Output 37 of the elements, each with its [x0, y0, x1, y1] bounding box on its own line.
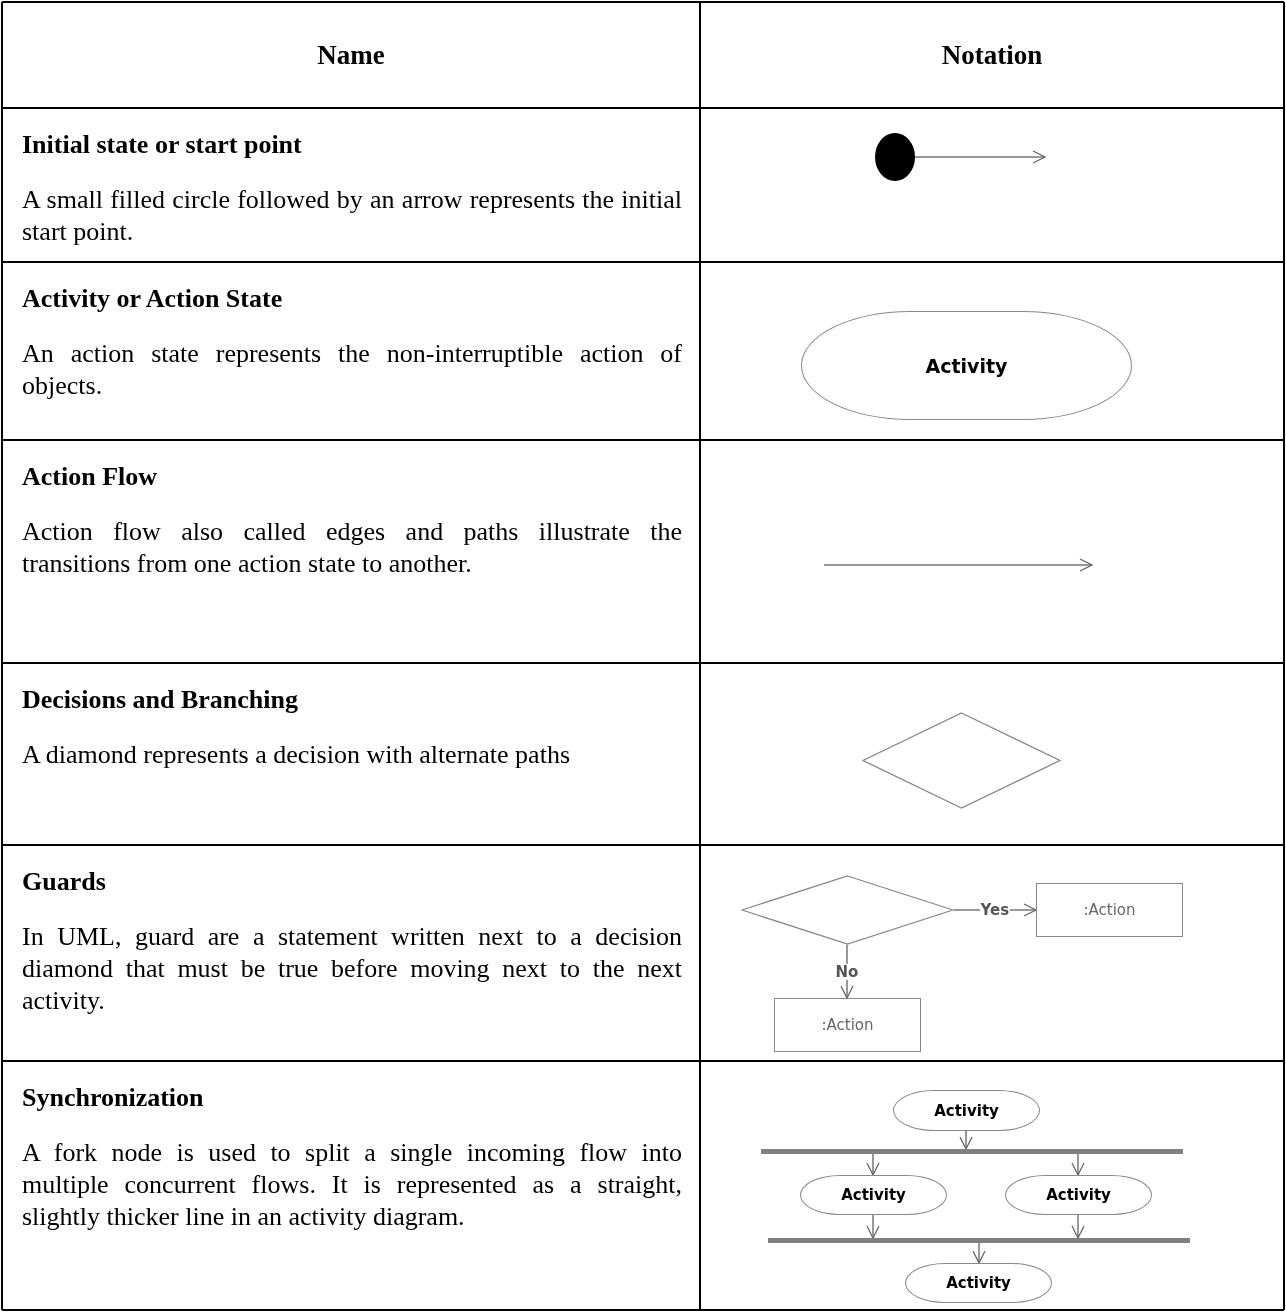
- node-label: Activity: [946, 1274, 1011, 1292]
- node-label: Activity: [841, 1186, 906, 1204]
- description-text: Action flow also called edges and paths illustrate the transitions from one action state to another.: [22, 516, 682, 580]
- arrow: [972, 1242, 986, 1264]
- node-label: Activity: [925, 354, 1008, 377]
- node-label: Activity: [934, 1101, 999, 1120]
- description-text: A small filled circle followed by an arrow represents the initial start point.: [22, 184, 682, 248]
- description-text: A fork node is used to split a single incoming flow into multiple concurrent flows. It is represented as a straight, slightly thicker line in an activity diagram.: [22, 1137, 682, 1233]
- node-label: :Action: [821, 1016, 874, 1034]
- row-heading: Synchronization: [22, 1083, 205, 1113]
- row-heading: Activity or Action State: [22, 284, 284, 314]
- row-heading: Decisions and Branching: [22, 685, 299, 715]
- node-label: :Action: [1083, 901, 1136, 919]
- action-box: [1036, 883, 1183, 937]
- description-text: An action state represents the non-interruptible action of objects.: [22, 338, 682, 402]
- row-heading: Initial state or start point: [22, 130, 303, 160]
- decision-diamond: [741, 875, 954, 945]
- row-heading: Action Flow: [22, 462, 159, 492]
- column-header: Notation: [940, 40, 1044, 71]
- arrow: [1071, 1153, 1085, 1176]
- row-heading: Guards: [22, 867, 107, 897]
- edge-label: No: [834, 963, 860, 980]
- action-box: [774, 998, 921, 1052]
- column-header: Name: [316, 40, 386, 71]
- join-bar: [768, 1238, 1190, 1243]
- arrow: [866, 1153, 880, 1176]
- arrow: [914, 150, 1046, 164]
- node-label: Activity: [1046, 1186, 1111, 1204]
- description-text: In UML, guard are a statement written next to a decision diamond that must be true before moving next to the next activity.: [22, 921, 682, 1017]
- arrow: [959, 1130, 973, 1150]
- decision-diamond: [862, 712, 1061, 809]
- description-text: A diamond represents a decision with alternate paths: [22, 739, 571, 771]
- arrow: [866, 1214, 880, 1239]
- fork-bar: [761, 1149, 1183, 1154]
- initial-node: [875, 133, 915, 181]
- edge-label: Yes: [979, 902, 1011, 918]
- arrow: [1071, 1214, 1085, 1239]
